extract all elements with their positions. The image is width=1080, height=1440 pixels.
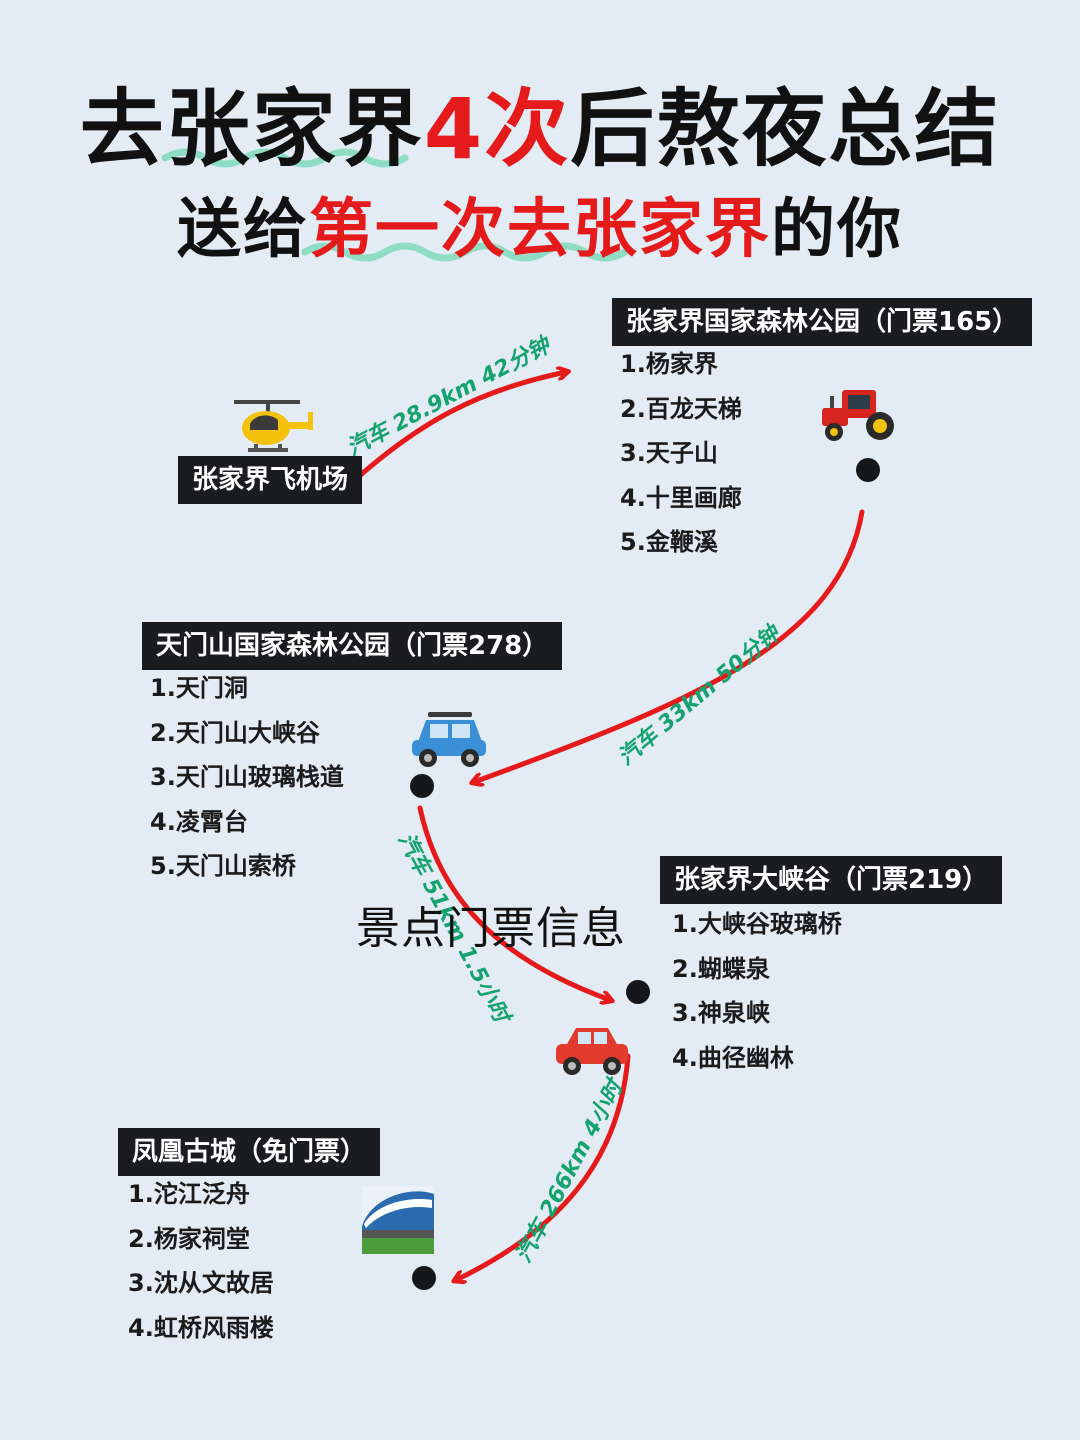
list-item: 1.沱江泛舟 [128, 1180, 250, 1208]
center-label: 景点门票信息 [356, 903, 626, 954]
spot-title-fenghuang: 凤凰古城（免门票） [118, 1128, 381, 1176]
location-dot-tianmen [410, 774, 434, 798]
list-item: 1.杨家界 [620, 350, 718, 378]
route-arrow-canyon-to-fenghuang [456, 1053, 631, 1280]
spot-list-canyon: 1.大峡谷玻璃桥 2.蝴蝶泉 3.神泉峡 4.曲径幽林 [672, 902, 842, 1080]
route-note-2: 汽车 33km 50分钟 [613, 619, 787, 771]
spot-title-forest-park: 张家界国家森林公园（门票165） [612, 298, 1033, 346]
main-title-part-1: 去张家界 [79, 80, 424, 178]
spot-title-canyon: 张家界大峡谷（门票219） [660, 856, 1003, 904]
title-wave-underline-2 [301, 242, 629, 262]
location-dot-canyon [626, 980, 650, 1004]
subtitle-part-2: 的你 [771, 193, 903, 267]
main-title-highlight: 4次 [423, 80, 571, 178]
car-icon [556, 1028, 628, 1075]
route-arrow-forest-to-tianmen [474, 509, 865, 782]
main-title: 去张家界4次后熬夜总结 [0, 62, 1080, 183]
list-item: 3.沈从文故居 [128, 1269, 274, 1297]
list-item: 2.百龙天梯 [620, 394, 742, 423]
route-note-1: 汽车 28.9km 42分钟 [343, 331, 557, 461]
main-title-part-2: 后熬夜总结 [570, 80, 1001, 178]
location-dot-forest-park [856, 458, 880, 482]
list-item: 4.十里画廊 [620, 483, 742, 512]
list-item: 1.天门洞 [150, 674, 248, 702]
jeep-icon [412, 712, 486, 767]
spot-list-fenghuang: 1.沱江泛舟 2.杨家祠堂 3.沈从文故居 4.虹桥风雨楼 [128, 1172, 274, 1350]
spot-list-forest-park: 1.杨家界 2.百龙天梯 3.天子山 4.十里画廊 5.金鞭溪 [620, 342, 742, 565]
tractor-icon [822, 390, 894, 441]
subtitle-part-1: 送给 [177, 193, 309, 267]
list-item: 2.蝴蝶泉 [672, 954, 770, 983]
list-item: 1.大峡谷玻璃桥 [672, 910, 842, 938]
list-item: 3.天门山玻璃栈道 [150, 763, 344, 791]
list-item: 3.神泉峡 [672, 999, 770, 1027]
route-arrow-airport-to-forest [343, 372, 566, 491]
route-arrow-tianmen-to-canyon [417, 805, 610, 1000]
list-item: 4.凌霄台 [150, 807, 248, 836]
title-wave-underline-1 [161, 148, 409, 168]
route-note-4: 汽车 266km 4小时 [510, 1073, 630, 1267]
spot-list-tianmen: 1.天门洞 2.天门山大峡谷 3.天门山玻璃栈道 4.凌霄台 5.天门山索桥 [150, 666, 344, 889]
list-item: 2.天门山大峡谷 [150, 718, 320, 747]
location-dot-fenghuang [412, 1266, 436, 1290]
list-item: 4.曲径幽林 [672, 1043, 794, 1072]
helicopter-icon [234, 400, 313, 452]
list-item: 5.天门山索桥 [150, 852, 296, 880]
subtitle-highlight: 第一次去张家界 [309, 193, 771, 267]
train-icon [362, 1186, 434, 1254]
list-item: 4.虹桥风雨楼 [128, 1313, 274, 1342]
airport-tag: 张家界飞机场 [178, 456, 363, 504]
spot-title-tianmen: 天门山国家森林公园（门票278） [142, 622, 563, 670]
list-item: 2.杨家祠堂 [128, 1224, 250, 1253]
list-item: 3.天子山 [620, 439, 718, 467]
subtitle: 送给第一次去张家界的你 [0, 178, 1080, 270]
list-item: 5.金鞭溪 [620, 528, 718, 556]
